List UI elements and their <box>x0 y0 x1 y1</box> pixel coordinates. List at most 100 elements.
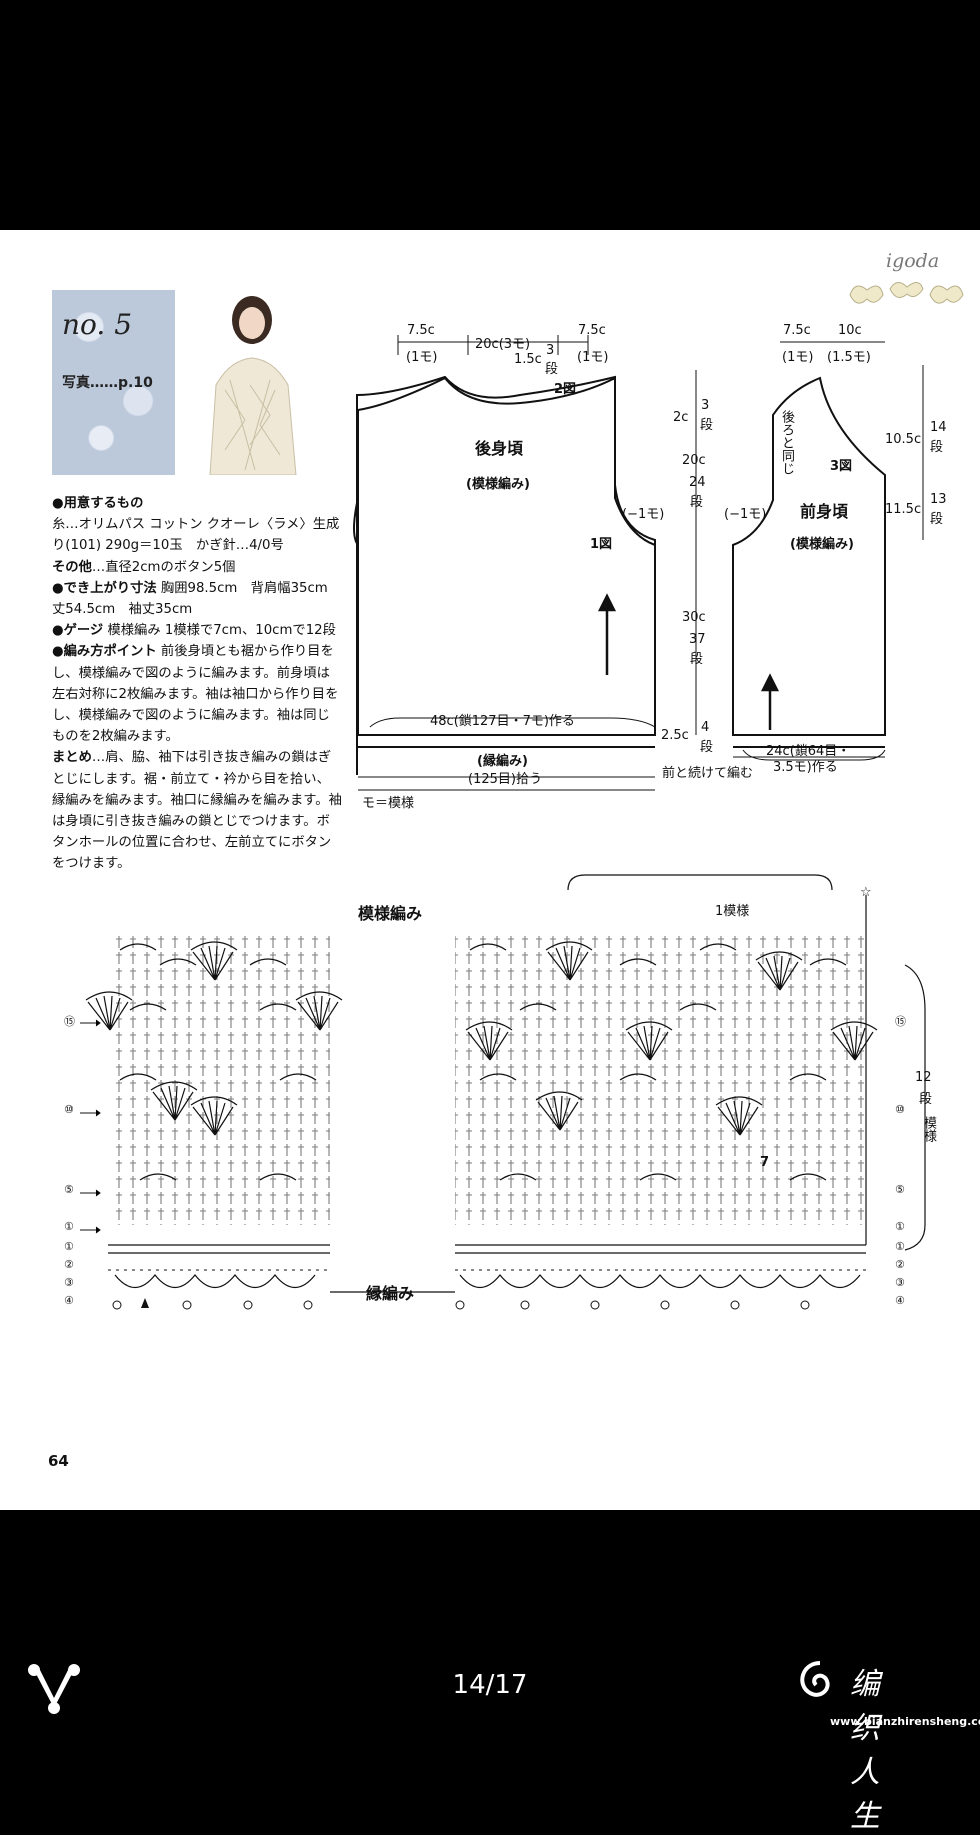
front-title: 前身頃 <box>800 502 849 521</box>
yarn-text: 糸…オリムパス コットン クオーレ〈ラメ〉生成り(101) 290g＝10玉 か… <box>52 517 340 554</box>
back-neck: 1.5c <box>514 352 542 367</box>
points-text: 前後身頃とも裾から作り目をし、模様編みで図のように編みます。前身頃は左右対称に2… <box>52 644 339 745</box>
back-title: 後身頃 <box>475 439 524 458</box>
back-h1-unit: 段 <box>700 418 714 433</box>
chart-title: 模様編み <box>358 904 423 923</box>
back-bottom: 48c(鎖127目・7モ)作る <box>430 714 575 729</box>
front-minus: (−1モ) <box>724 507 767 522</box>
back-h4-rows: 4 <box>701 720 710 735</box>
front-top-left: 7.5c <box>783 323 811 338</box>
row-15-right: ⑮ <box>895 1015 906 1028</box>
front-r1-rows: 14 <box>930 420 947 435</box>
front-same-as-back: 後ろと同じ <box>779 410 794 475</box>
front-pattern: (模様編み) <box>790 537 854 552</box>
edge-row-3: ③ <box>64 1276 74 1289</box>
front-r2-unit: 段 <box>930 512 944 527</box>
materials-instructions: ●用意するもの 糸…オリムパス コットン クオーレ〈ラメ〉生成り(101) 29… <box>52 493 342 875</box>
chart-number-7: 7 <box>760 1155 770 1170</box>
chart-repeat: 1模様 <box>715 904 750 919</box>
chart-rows-label: 模様 <box>921 1116 936 1142</box>
gauge-text: 模様編み 1模様で7cm、10cmで12段 <box>103 623 336 639</box>
front-top-right: 10c <box>838 323 862 338</box>
front-r2-rows: 13 <box>930 492 947 507</box>
back-h3-rows: 37 <box>689 632 706 647</box>
finishing-label: まとめ <box>52 750 92 766</box>
size-label: ●でき上がり寸法 <box>52 580 157 596</box>
page-indicator: 14/17 <box>452 1670 528 1700</box>
row-15-left: ⑮ <box>64 1015 75 1028</box>
back-h4: 2.5c <box>661 728 689 743</box>
chart-rows: 12 <box>915 1070 932 1085</box>
back-h3-unit: 段 <box>690 652 704 667</box>
others-text: …直径2cmのボタン5個 <box>91 559 236 575</box>
back-h1: 2c <box>673 410 689 425</box>
butterfly-decoration-icon <box>849 282 964 304</box>
row-10-right: ⑩ <box>895 1103 905 1116</box>
front-fig3: 3図 <box>830 459 853 474</box>
photo-reference: 写真……p.10 <box>62 375 153 391</box>
back-pickup: (125目)拾う <box>468 772 542 787</box>
back-top-mid: 20c(3モ) <box>475 337 531 352</box>
back-fig1: 1図 <box>590 537 613 552</box>
pattern-number-card: no. 5 写真……p.10 <box>52 290 175 475</box>
site-url: www.bianzhirensheng.com <box>830 1715 980 1728</box>
back-h1-rows: 3 <box>701 398 710 413</box>
back-border: (縁編み) <box>477 754 528 769</box>
row-5-right: ⑤ <box>895 1183 905 1196</box>
edge-row-4-right: ④ <box>895 1294 905 1307</box>
site-logo-icon <box>800 1661 830 1697</box>
back-neck-rows: 3 <box>546 343 555 358</box>
front-bottom: 24c(鎖64目・ <box>766 744 851 759</box>
crochet-chart <box>80 874 926 1310</box>
edge-row-3-right: ③ <box>895 1276 905 1289</box>
start-star-icon: ☆ <box>860 885 872 900</box>
model-photo <box>200 290 300 475</box>
back-legend: モ＝模様 <box>362 796 415 811</box>
front-r1: 10.5c <box>885 432 922 447</box>
back-h2: 20c <box>682 453 706 468</box>
edge-row-2: ② <box>64 1258 74 1271</box>
site-name: 编织人生 <box>850 1667 880 1834</box>
continue-note: 前と続けて編む <box>662 766 754 781</box>
site-watermark: 编织人生 www.bianzhirensheng.com <box>790 1655 980 1834</box>
back-pattern: (模様編み) <box>466 477 530 492</box>
finishing-text: …肩、脇、袖下は引き抜き編みの鎖はぎとじにします。裾・前立て・衿から目を拾い、縁… <box>52 750 342 872</box>
brand-text: igoda <box>886 250 940 272</box>
back-neck-rows-unit: 段 <box>545 362 559 377</box>
front-r1-unit: 段 <box>930 440 944 455</box>
edge-title: 縁編み <box>366 1284 415 1303</box>
back-h3: 30c <box>682 610 706 625</box>
back-top-right-sub: (1モ) <box>577 350 609 365</box>
back-h2-unit: 段 <box>690 495 704 510</box>
size-text: 胸囲98.5cm 背肩幅35cm 丈54.5cm 袖丈35cm <box>52 580 342 618</box>
app-logo-icon[interactable] <box>24 1660 84 1720</box>
front-bottom-2: 3.5モ)作る <box>773 760 838 775</box>
chart-rows-unit: 段 <box>919 1092 933 1107</box>
gauge-label: ●ゲージ <box>52 623 104 639</box>
edge-row-1-right: ① <box>895 1240 905 1253</box>
others-label: その他 <box>52 559 92 575</box>
edge-row-1: ① <box>64 1240 74 1253</box>
document-page: igoda no. 5 写真……p.10 ●用意するもの 糸…オリムパス コット… <box>0 230 980 1510</box>
back-top-left-sub: (1モ) <box>406 350 438 365</box>
front-top-right-sub: (1.5モ) <box>827 350 871 365</box>
row-10-left: ⑩ <box>64 1103 74 1116</box>
row-5-left: ⑤ <box>64 1183 74 1196</box>
back-top-right: 7.5c <box>578 323 606 338</box>
front-top-left-sub: (1モ) <box>782 350 814 365</box>
edge-row-2-right: ② <box>895 1258 905 1271</box>
schematic-drawing <box>353 335 924 791</box>
points-label: ●編み方ポイント <box>52 644 157 660</box>
back-h2-rows: 24 <box>689 475 706 490</box>
back-top-left: 7.5c <box>407 323 435 338</box>
row-1-left: ① <box>64 1220 74 1233</box>
front-r2: 11.5c <box>885 502 922 517</box>
pattern-number: no. 5 <box>62 308 133 341</box>
back-fig2: 2図 <box>554 382 577 397</box>
back-h4-unit: 段 <box>700 740 714 755</box>
page-number: 64 <box>48 1452 69 1470</box>
edge-row-4: ④ <box>64 1294 74 1307</box>
materials-heading: ●用意するもの <box>52 496 144 511</box>
row-1-right: ① <box>895 1220 905 1233</box>
back-minus: (−1モ) <box>622 507 665 522</box>
